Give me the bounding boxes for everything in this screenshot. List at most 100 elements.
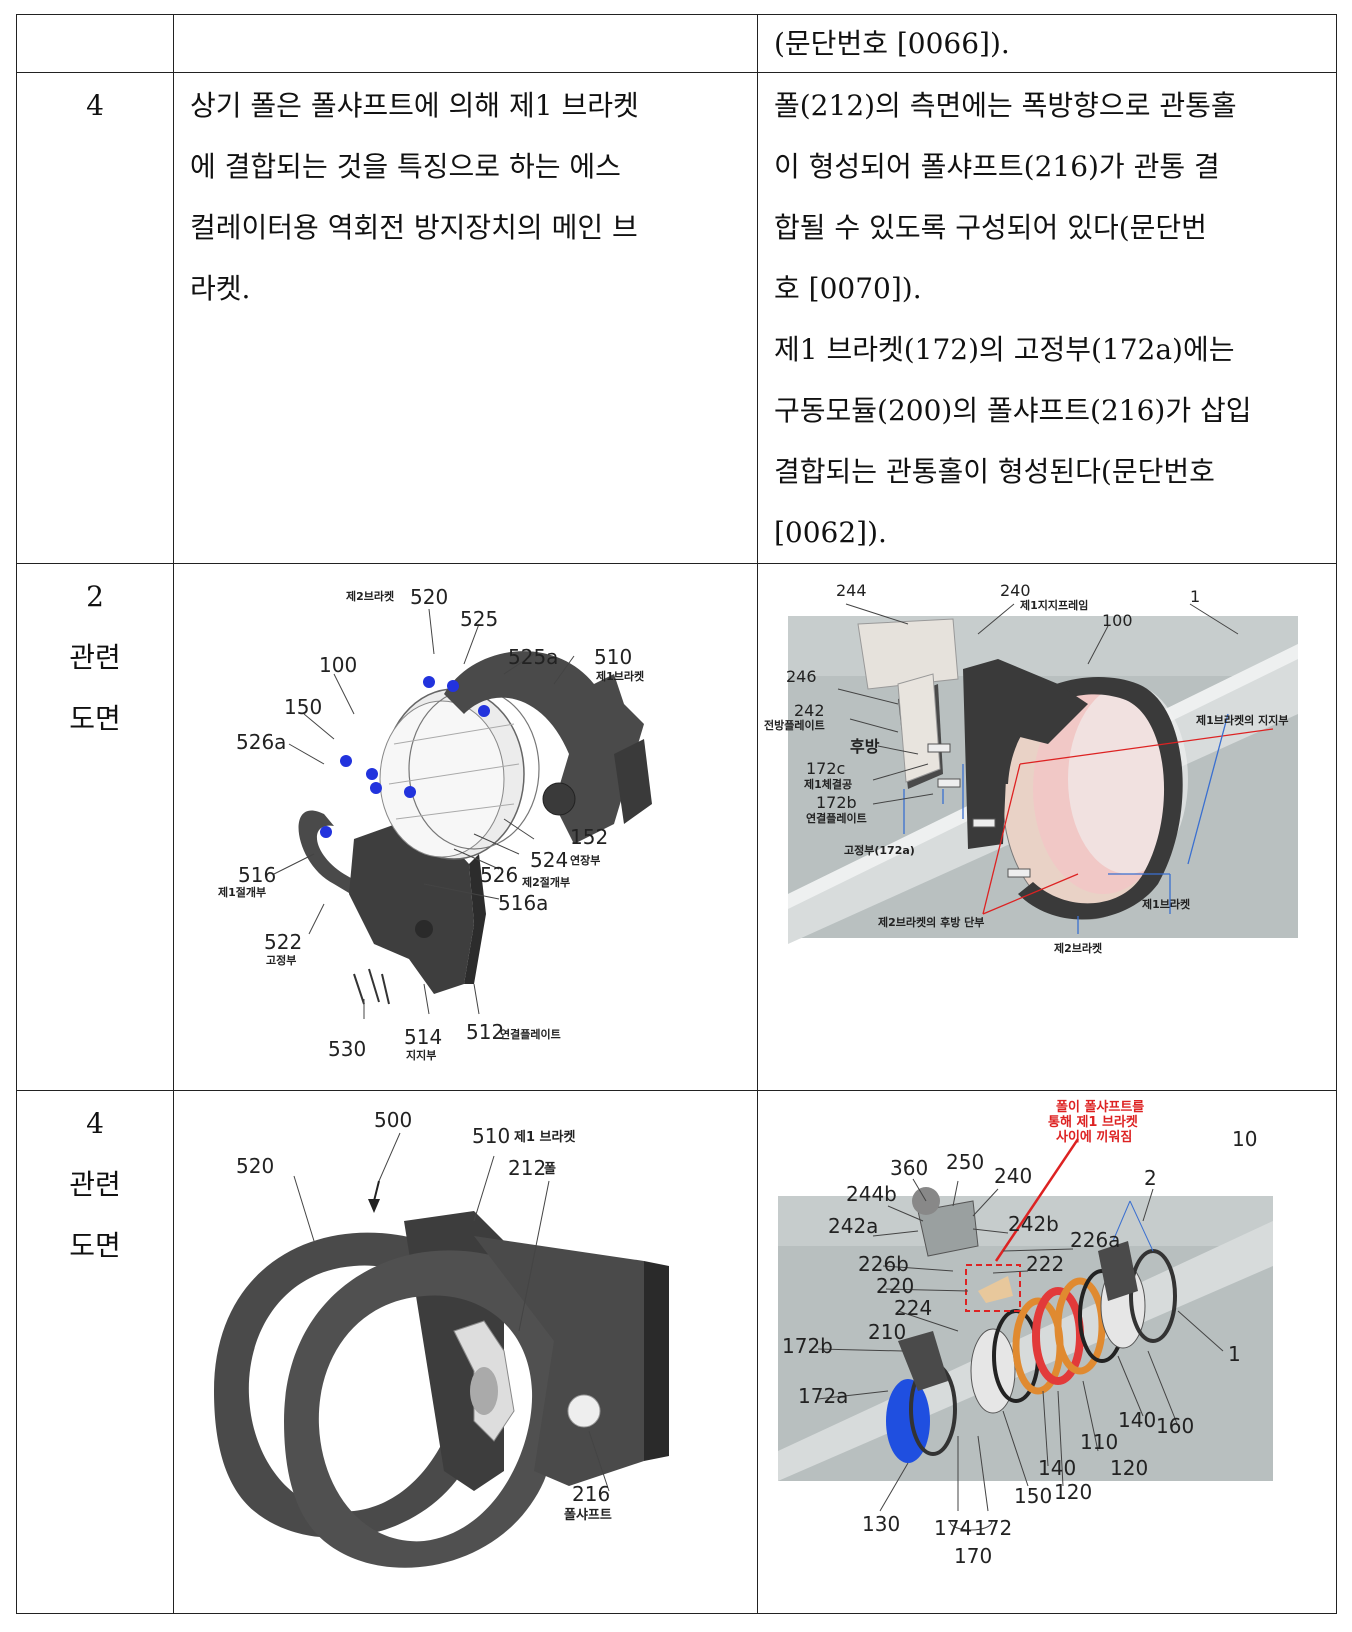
fig1-label: 제1절개부	[218, 885, 266, 899]
assembled-bracket-drawing: 500 510 제1 브라켓 520 212 폴 216 폴샤프트	[214, 1108, 669, 1568]
prior-art-line: 결합되는 관통홀이 형성된다(문단번호	[774, 455, 1215, 488]
fig1-label: 152	[570, 825, 608, 849]
fig4-label: 360	[890, 1156, 928, 1180]
fig4-callout: 사이에 끼워짐	[1056, 1129, 1132, 1145]
table-row: 4 관련 도면	[16, 1090, 1337, 1614]
fig2-label: 172b	[816, 793, 857, 812]
exploded-bracket-drawing: 제2브라켓 520 525 525a 510 제1브라켓 100 150 526…	[218, 585, 652, 1062]
fig4-label: 220	[876, 1274, 914, 1298]
row0-col1	[16, 14, 174, 73]
fig1-label: 525	[460, 607, 498, 631]
fig4-label: 1	[1228, 1342, 1241, 1366]
figure-claimed-bracket-assembled: 500 510 제1 브라켓 520 212 폴 216 폴샤프트	[173, 1090, 758, 1614]
claim-line: 컬레이터용 역회전 방지장치의 메인 브	[190, 211, 638, 244]
fig4-label: 170	[954, 1544, 992, 1568]
fig1-label: 525a	[508, 645, 558, 669]
fig4-label: 244b	[846, 1182, 897, 1206]
fig2-label: 제1체결공	[804, 777, 852, 791]
figure-claimed-bracket-exploded: 제2브라켓 520 525 525a 510 제1브라켓 100 150 526…	[173, 563, 758, 1091]
fig1-label: 526a	[236, 730, 286, 754]
prior-art-line: 제1 브라켓(172)의 고정부(172a)에는	[774, 333, 1235, 366]
prior-art-line: 폴(212)의 측면에는 폭방향으로 관통홀	[774, 89, 1237, 122]
fig2-label: 244	[836, 581, 867, 600]
fig2-label: 246	[786, 667, 817, 686]
fig1-label: 지지부	[406, 1048, 436, 1062]
fig3-label: 폴샤프트	[564, 1507, 612, 1523]
row0-col3-text: (문단번호 [0066]).	[774, 27, 1010, 60]
fig1-label: 제2절개부	[522, 875, 570, 889]
claim-comparison-table: (문단번호 [0066]). 4 상기 폴은 폴샤프트에 의해 제1 브라켓 에…	[16, 14, 1337, 1614]
prior-art-support-drawing: 244 240 제1지지프레임 1 100 246 242 전방플레이트 후방 …	[764, 581, 1298, 955]
fig4-label: 174	[934, 1516, 972, 1540]
fig4-label: 120	[1110, 1456, 1148, 1480]
fig4-label: 10	[1232, 1127, 1257, 1151]
fig1-label: 512	[466, 1020, 504, 1044]
fig1-label: 530	[328, 1037, 366, 1061]
fig1-label: 516a	[498, 891, 548, 915]
fig1-label: 514	[404, 1025, 442, 1049]
fig4-label: 110	[1080, 1430, 1118, 1454]
fig4-label: 2	[1144, 1166, 1157, 1190]
fig2-label: 240	[1000, 581, 1031, 600]
table-row: 4 상기 폴은 폴샤프트에 의해 제1 브라켓 에 결합되는 것을 특징으로 하…	[16, 72, 1337, 564]
prior-art-line: 구동모듈(200)의 폴샤프트(216)가 삽입	[774, 394, 1252, 427]
claim-line: 상기 폴은 폴샤프트에 의해 제1 브라켓	[190, 89, 639, 122]
fig4-callout: 통해 제1 브라켓	[1048, 1114, 1138, 1130]
fig4-label: 224	[894, 1296, 932, 1320]
prior-art-line: 호 [0070]).	[774, 272, 922, 305]
fig4-label: 150	[1014, 1484, 1052, 1508]
fig3-label: 212	[508, 1156, 546, 1180]
row1-claim-number: 4	[16, 72, 174, 564]
fig1-label: 연장부	[570, 853, 600, 867]
fig4-label: 242b	[1008, 1212, 1059, 1236]
figure-prior-art-exploded: 폴이 폴샤프트를 통해 제1 브라켓 사이에 끼워짐 10 360 250 24…	[757, 1090, 1337, 1614]
fig2-label: 172c	[806, 759, 845, 778]
fig1-label: 522	[264, 930, 302, 954]
fig1-label: 제1브라켓	[596, 669, 644, 683]
fig2-label: 100	[1102, 611, 1133, 630]
table-row: (문단번호 [0066]).	[16, 14, 1337, 73]
fig4-label: 172	[974, 1516, 1012, 1540]
fig4-label: 226a	[1070, 1228, 1120, 1252]
fig1-label: 524	[530, 848, 568, 872]
fig4-callout: 폴이 폴샤프트를	[1056, 1099, 1144, 1115]
fig1-label: 150	[284, 695, 322, 719]
row0-col2	[173, 14, 758, 73]
claim-line: 라켓.	[190, 272, 251, 305]
fig3-label: 폴	[544, 1162, 556, 1177]
claim-line: 에 결합되는 것을 특징으로 하는 에스	[190, 150, 621, 183]
fig3-label: 520	[236, 1154, 274, 1178]
fig2-label: 제2브라켓	[1054, 941, 1102, 955]
fig2-label: 242	[794, 701, 825, 720]
fig4-label: 140	[1118, 1408, 1156, 1432]
row1-claim-text: 상기 폴은 폴샤프트에 의해 제1 브라켓 에 결합되는 것을 특징으로 하는 …	[173, 72, 758, 564]
prior-art-line: 이 형성되어 폴샤프트(216)가 관통 결	[774, 150, 1220, 183]
fig1-label: 고정부	[266, 953, 296, 967]
fig4-label: 160	[1156, 1414, 1194, 1438]
fig2-label: 1	[1190, 587, 1200, 606]
fig2-label: 제1브라켓	[1142, 897, 1190, 911]
fig2-label: 후방	[850, 737, 880, 756]
row2-label: 2 관련 도면	[16, 563, 174, 1091]
row3-label: 4 관련 도면	[16, 1090, 174, 1614]
fig1-label: 526	[480, 863, 518, 887]
fig1-label: 516	[238, 863, 276, 887]
fig4-label: 172b	[782, 1334, 833, 1358]
fig2-label: 연결플레이트	[806, 811, 867, 825]
fig4-label: 172a	[798, 1384, 848, 1408]
fig4-label: 240	[994, 1164, 1032, 1188]
fig3-label: 제1 브라켓	[514, 1129, 575, 1145]
prior-art-exploded-drawing: 폴이 폴샤프트를 통해 제1 브라켓 사이에 끼워짐 10 360 250 24…	[778, 1099, 1273, 1568]
fig4-label: 130	[862, 1512, 900, 1536]
fig2-label: 고정부(172a)	[844, 843, 915, 857]
prior-art-line: 합될 수 있도록 구성되어 있다(문단번	[774, 211, 1207, 244]
fig3-label: 216	[572, 1482, 610, 1506]
fig1-label: 520	[410, 585, 448, 609]
fig2-label: 전방플레이트	[764, 718, 825, 732]
fig1-label: 510	[594, 645, 632, 669]
fig4-label: 222	[1026, 1252, 1064, 1276]
fig4-label: 242a	[828, 1214, 878, 1238]
fig1-label: 제2브라켓	[346, 589, 394, 603]
row0-col3: (문단번호 [0066]).	[757, 14, 1337, 73]
fig4-label: 226b	[858, 1252, 909, 1276]
